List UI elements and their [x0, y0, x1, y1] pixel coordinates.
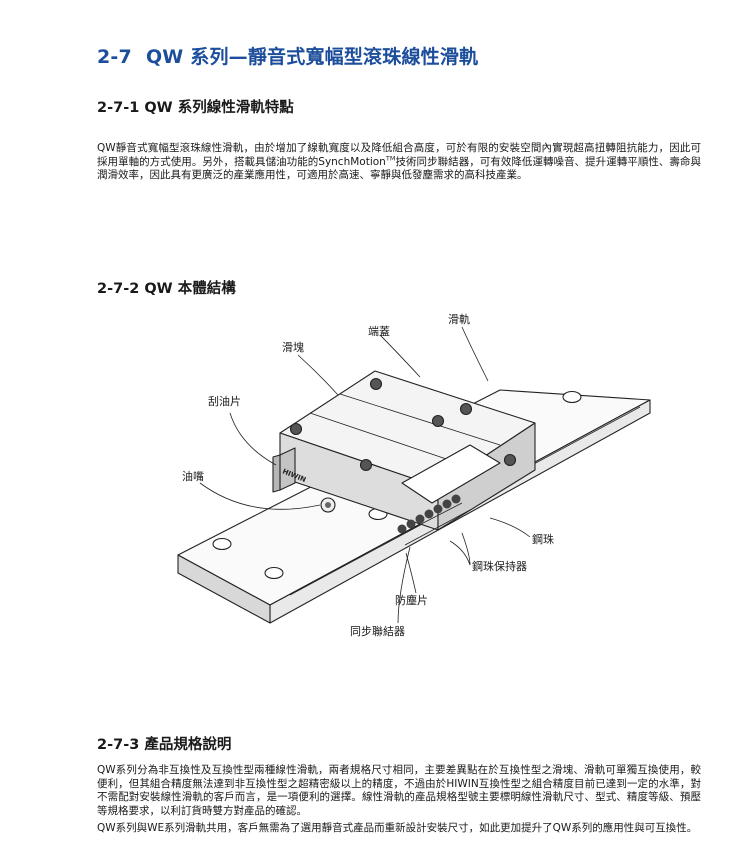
- rail-hole: [264, 566, 284, 580]
- label-grease-nipple: 油嘴: [182, 469, 204, 483]
- rail-hole: [562, 390, 582, 404]
- label-end-cap: 端蓋: [368, 325, 390, 338]
- block-screw: [369, 377, 383, 391]
- section-heading-specs: 2-7-3 產品規格說明: [97, 737, 232, 753]
- chapter-title: QW 系列—靜音式寬幅型滾珠線性滑軌: [145, 46, 479, 68]
- block-screw: [289, 422, 303, 436]
- block-screw: [459, 402, 473, 416]
- rail-end-face: [177, 554, 271, 624]
- specs-paragraph-2: QW系列與WE系列滑軌共用，客戶無需為了選用靜音式產品而重新設計安裝尺寸，如此更…: [97, 822, 698, 834]
- label-ball-retainer: 鋼珠保持器: [472, 559, 527, 573]
- ball-retainer-strip: [395, 502, 463, 538]
- steel-balls: [397, 494, 461, 534]
- features-text-start: QW靜音式寬幅型滾珠線性滑軌，由於增加了線軌寬度以及降低組合高度，可於有限的安裝…: [97, 142, 701, 168]
- label-block: 滑塊: [282, 341, 304, 354]
- label-dust-seal: 防塵片: [395, 593, 428, 607]
- trademark-mark: TM: [385, 154, 396, 162]
- label-scraper: 刮油片: [208, 394, 241, 408]
- block-screw: [431, 414, 445, 428]
- page-title: 2-7 QW 系列—靜音式寬幅型滾珠線性滑軌: [97, 42, 478, 69]
- label-rail: 滑軌: [448, 312, 470, 326]
- cutaway-section: [401, 444, 501, 504]
- features-text-end: 技術同步聯結器，可有效降低運轉噪音、提升運轉平順性、壽命與潤滑效率，因此具有更廣…: [97, 155, 702, 182]
- label-steel-ball: 鋼珠: [532, 532, 554, 546]
- structure-diagram: HIWIN 滑軌 端蓋 滑塊 刮油片 油嘴 鋼珠 鋼珠保持器 防塵片 同步聯結器: [177, 312, 651, 638]
- block-screw: [359, 458, 373, 472]
- section-heading-features: 2-7-1 QW 系列線性滑軌特點: [97, 100, 294, 116]
- rail-hole: [212, 537, 232, 551]
- label-synch-connector: 同步聯結器: [350, 624, 405, 638]
- scraper-plate: [272, 454, 281, 493]
- synch-connector-strip: [404, 509, 471, 546]
- features-paragraph: QW靜音式寬幅型滾珠線性滑軌，由於增加了線軌寬度以及降低組合高度，可於有限的安裝…: [97, 142, 701, 183]
- chapter-number: 2-7: [97, 46, 132, 68]
- block-screw: [503, 453, 517, 467]
- specs-paragraph-1: QW系列分為非互換性及互換性型兩種線性滑軌，兩者規格尺寸相同，主要差異點在於互換…: [97, 764, 701, 817]
- section-heading-structure: 2-7-2 QW 本體結構: [97, 281, 236, 297]
